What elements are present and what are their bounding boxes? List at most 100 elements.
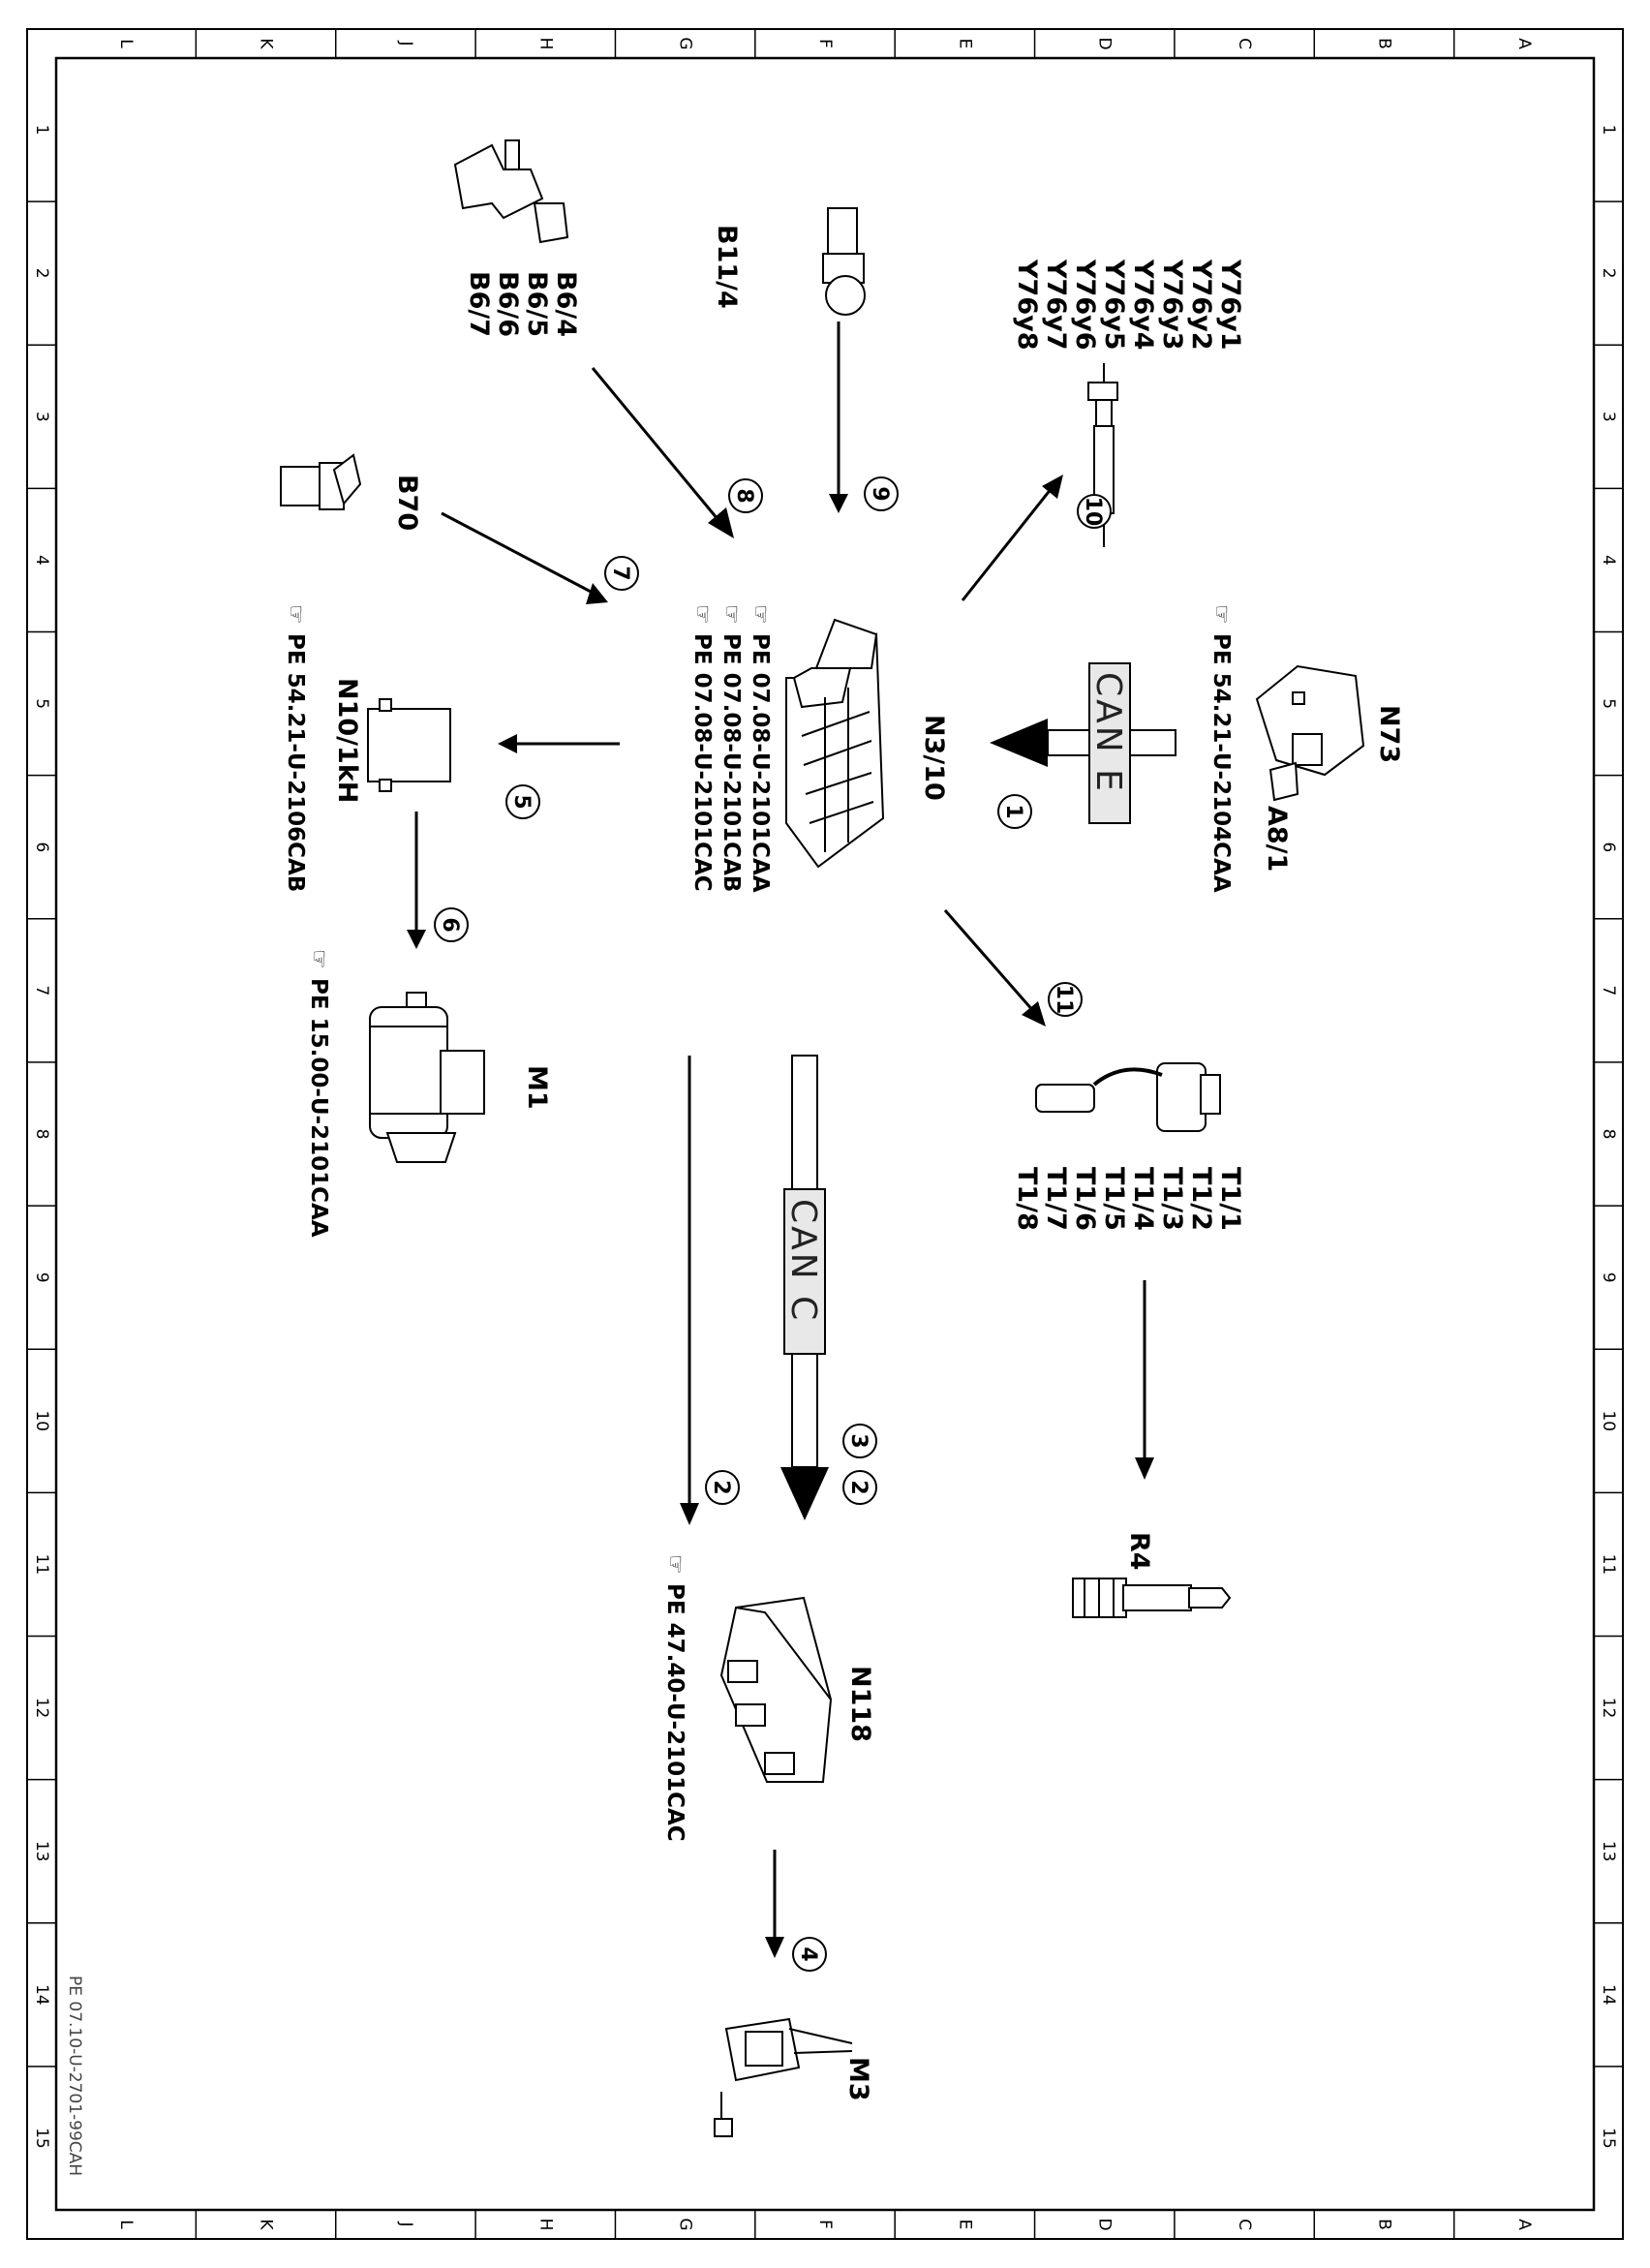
n118-ref: PE 47.40-U-2101CAC — [662, 1583, 688, 1842]
grid-column-D-top: D — [1095, 37, 1115, 49]
n118-fuel-pump-control-unit: N118 ☞ PE 47.40-U-2101CAC — [662, 1554, 875, 1842]
grid-row-5-right: 5 — [1599, 698, 1618, 709]
ref-icon-n73: ☞ — [1208, 604, 1234, 625]
n118-label: N118 — [845, 1666, 875, 1742]
grid-column-C-bottom: C — [1235, 2219, 1254, 2230]
ref-icon-2: ☞ — [718, 604, 744, 625]
b70-label: B70 — [392, 475, 422, 531]
grid-row-3-left: 3 — [32, 412, 51, 422]
grid-row-12-left: 12 — [32, 1698, 51, 1719]
svg-text:3: 3 — [846, 1433, 871, 1448]
y76-label-2: Y76y2 — [1186, 259, 1216, 351]
ignition-coil-icon — [1035, 1062, 1221, 1132]
y76-label-1: Y76y1 — [1215, 259, 1245, 351]
t1-label-7: T1/7 — [1041, 1167, 1071, 1231]
ref-icon-1: ☞ — [748, 604, 773, 625]
y76-label-7: Y76y7 — [1041, 259, 1071, 351]
m3-fuel-pump: M3 — [714, 2017, 873, 2137]
grid-row-13-right: 13 — [1599, 1841, 1618, 1862]
crankshaft-sensor-icon — [280, 453, 362, 510]
callout-numbers: 1 2 3 2 4 5 6 7 8 9 10 11 — [434, 476, 1112, 1972]
n3-10-label: N3/10 — [919, 715, 949, 801]
svg-text:4: 4 — [796, 1946, 820, 1961]
grid-row-2-left: 2 — [32, 268, 51, 279]
y76-label-4: Y76y4 — [1128, 259, 1158, 351]
grid-column-K-bottom: K — [257, 2219, 276, 2230]
callout-2a: 2 — [705, 1470, 740, 1505]
signal-arrows — [407, 322, 1154, 1958]
grid-column-L-top: L — [116, 39, 136, 48]
can-e-bus: CAN E — [990, 662, 1176, 824]
svg-text:7: 7 — [608, 566, 632, 580]
grid-row-4-right: 4 — [1599, 555, 1618, 566]
t1-label-3: T1/3 — [1157, 1167, 1187, 1231]
grid-column-J-top: J — [396, 40, 415, 46]
grid-row-1-right: 1 — [1599, 125, 1618, 136]
grid-column-A-top: A — [1514, 38, 1534, 49]
m1-starter-motor: M1 ☞ PE 15.00-U-2101CAA — [306, 949, 552, 1238]
can-e-arrowhead — [990, 719, 1048, 767]
t1-label-4: T1/4 — [1128, 1167, 1158, 1231]
can-c-bus: CAN C — [780, 1055, 829, 1520]
temperature-sensor-icon — [822, 207, 866, 316]
document-id: PE 07.10-U-2701-99CAH — [65, 1976, 84, 2176]
svg-text:11: 11 — [1052, 985, 1076, 1015]
fuel-pump-icon — [714, 2017, 853, 2137]
grid-row-8-left: 8 — [32, 1129, 51, 1140]
svg-text:2: 2 — [709, 1480, 733, 1494]
callout-6: 6 — [434, 907, 469, 942]
ref-icon-m1: ☞ — [306, 949, 331, 969]
callout-4: 4 — [792, 1937, 827, 1972]
central-unit-refs: ☞ PE 07.08-U-2101CAA ☞ PE 07.08-U-2101CA… — [689, 604, 773, 893]
grid-column-H-top: H — [535, 38, 555, 50]
grid-row-13-left: 13 — [32, 1841, 51, 1862]
grid-row-4-left: 4 — [32, 555, 51, 566]
grid-row-14-left: 14 — [32, 1984, 51, 2006]
grid-row-5-left: 5 — [32, 698, 51, 709]
grid-row-3-right: 3 — [1599, 412, 1618, 422]
can-c-label-box — [783, 1188, 826, 1355]
injector-icon — [1087, 363, 1118, 547]
inner-frame — [54, 56, 1596, 2212]
control-unit-icon — [719, 1596, 833, 1783]
grid-column-J-bottom: J — [396, 2221, 415, 2226]
spark-plug-icon — [1072, 1578, 1232, 1618]
grid-row-9-right: 9 — [1599, 1272, 1618, 1283]
y76-label-5: Y76y5 — [1099, 259, 1129, 351]
b11-4-coolant-temperature-sensor: B11/4 — [712, 207, 866, 316]
central-ref-2: PE 07.08-U-2101CAB — [718, 633, 744, 892]
grid-row-15-right: 15 — [1599, 2128, 1618, 2149]
callout-5: 5 — [505, 784, 540, 819]
grid-column-G-top: G — [676, 37, 695, 49]
starter-motor-icon — [369, 992, 485, 1163]
svg-text:1: 1 — [1001, 804, 1025, 818]
b11-4-label: B11/4 — [712, 225, 742, 309]
b6-label-2: B6/5 — [522, 271, 552, 337]
grid-row-1-left: 1 — [32, 125, 51, 136]
grid-row-15-left: 15 — [32, 2128, 51, 2149]
grid-row-7-left: 7 — [32, 985, 51, 996]
b6-label-3: B6/6 — [493, 271, 523, 337]
callout-9: 9 — [864, 476, 899, 511]
grid-column-B-top: B — [1374, 38, 1393, 49]
y76-label-8: Y76y8 — [1012, 259, 1042, 351]
grid-row-10-left: 10 — [32, 1410, 51, 1431]
ecu-module-icon — [785, 618, 885, 869]
ignition-switch-icon — [1255, 664, 1365, 802]
callout-7: 7 — [604, 556, 639, 591]
grid-row-11-left: 11 — [32, 1554, 51, 1576]
y76-fuel-injectors: Y76y1 Y76y2 Y76y3 Y76y4 Y76y5 Y76y6 Y76y… — [1012, 259, 1245, 547]
n73-label: N73 — [1374, 705, 1404, 763]
ref-icon-3: ☞ — [689, 604, 715, 625]
n10-ref: PE 54.21-U-2106CAB — [283, 633, 308, 892]
y76-label-3: Y76y3 — [1157, 259, 1187, 351]
m1-ref: PE 15.00-U-2101CAA — [306, 978, 331, 1238]
grid-column-C-top: C — [1235, 38, 1254, 49]
grid-row-6-left: 6 — [32, 842, 51, 852]
can-e-label: CAN E — [1088, 672, 1128, 794]
can-c-arrowhead — [780, 1467, 829, 1520]
central-ref-1: PE 07.08-U-2101CAA — [748, 633, 773, 893]
n73-ignition-switch: N73 A8/1 ☞ PE 54.21-U-2104CAA — [1208, 604, 1404, 893]
